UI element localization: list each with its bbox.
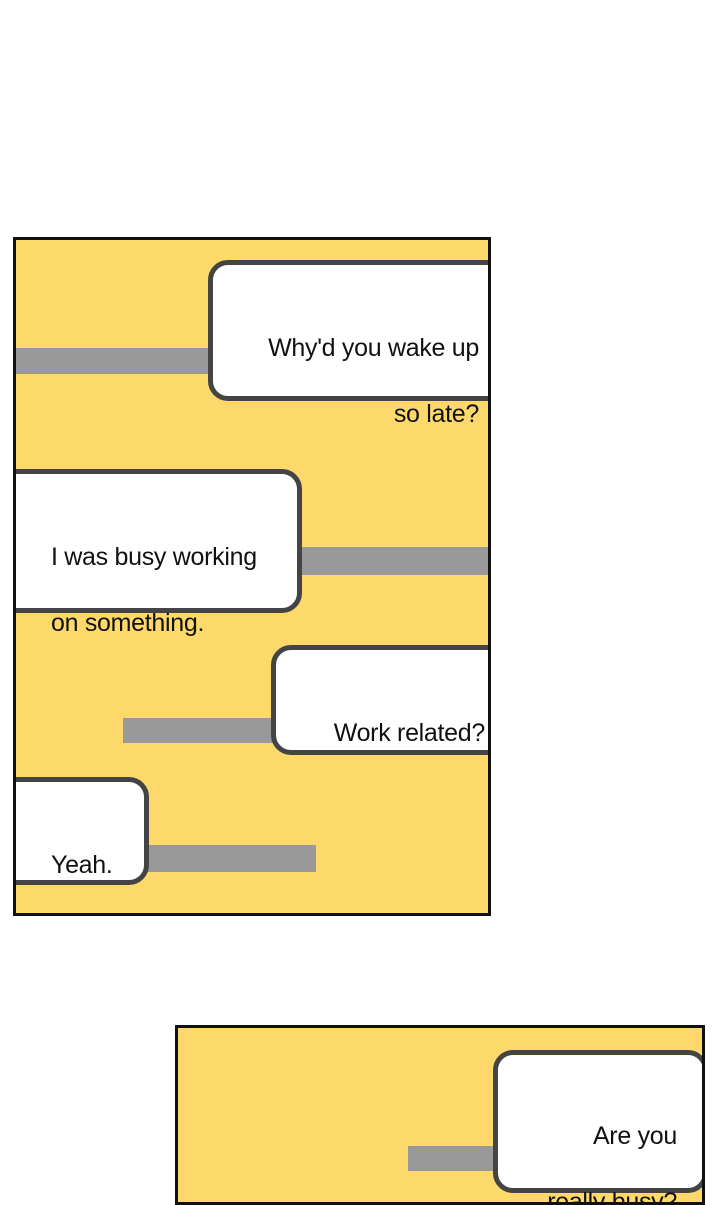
- speech-tail-bar: [408, 1146, 508, 1171]
- speech-text: Yeah.: [51, 851, 113, 879]
- speech-bubble: Why'd you wake up so late?: [208, 260, 488, 428]
- speech-tail-bar: [144, 845, 316, 872]
- comic-panel-2: Are you really busy?: [175, 1025, 705, 1205]
- speech-text: really busy?: [547, 1188, 677, 1205]
- speech-text: Are you: [592, 1122, 677, 1150]
- speech-text: Work related?: [333, 719, 486, 747]
- speech-text: I was busy working: [51, 543, 257, 571]
- speech-text: Why'd you wake up: [268, 334, 479, 362]
- speech-bubble: Work related?: [271, 645, 488, 755]
- speech-tail-bar: [123, 718, 283, 743]
- speech-bubble: Yeah.: [16, 777, 149, 885]
- speech-text: on something.: [51, 609, 205, 637]
- speech-bubble: I was busy working on something.: [16, 469, 302, 637]
- comic-panel-1: Why'd you wake up so late? I was busy wo…: [13, 237, 491, 916]
- speech-tail-bar: [298, 547, 488, 575]
- speech-bubble: Are you really busy?: [493, 1050, 702, 1202]
- speech-text: so late?: [393, 400, 479, 428]
- speech-tail-bar: [16, 348, 216, 374]
